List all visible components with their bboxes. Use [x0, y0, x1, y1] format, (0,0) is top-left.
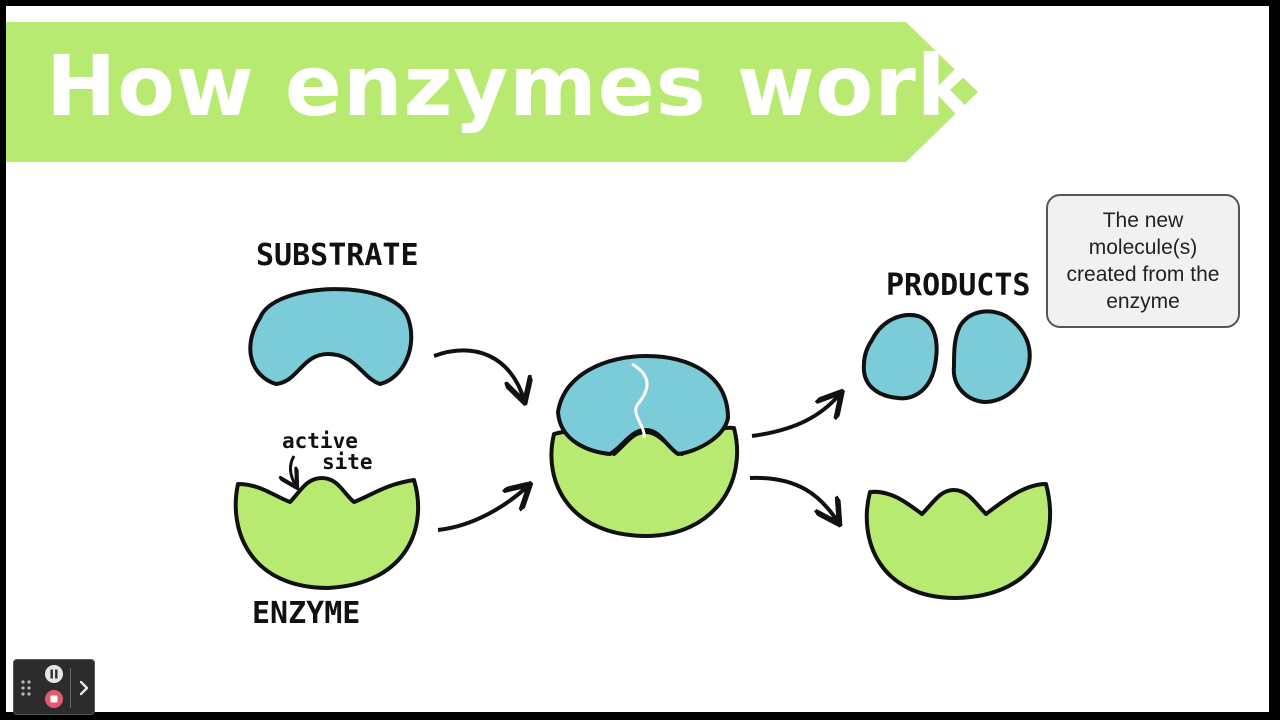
- product-shape-2: [951, 309, 1032, 404]
- arrow-substrate-to-complex: [433, 348, 524, 400]
- products-label: PRODUCTS: [886, 268, 1031, 303]
- stop-button[interactable]: [44, 689, 64, 709]
- enzyme-label: ENZYME: [252, 596, 361, 631]
- products-callout: The new molecule(s) created from the enz…: [1046, 194, 1240, 328]
- grip-dots-icon[interactable]: [20, 678, 32, 698]
- bond-break-line: [631, 362, 649, 439]
- title-banner: [6, 22, 978, 162]
- page-title: How enzymes work: [46, 37, 974, 135]
- substrate-label: SUBSTRATE: [256, 238, 419, 273]
- expand-button[interactable]: [76, 676, 92, 700]
- recording-controls: [13, 659, 95, 715]
- product-shape-1: [861, 313, 939, 401]
- pause-button[interactable]: [44, 664, 64, 684]
- active-site-arrow: [290, 455, 296, 486]
- stop-icon: [45, 690, 63, 708]
- substrate-shape: [248, 287, 414, 386]
- arrow-complex-to-products: [751, 394, 840, 438]
- active-site-label-line1: active: [282, 429, 358, 453]
- controls-divider: [70, 668, 71, 708]
- active-site-label-line2: site: [322, 450, 373, 474]
- callout-text: The new molecule(s) created from the enz…: [1066, 209, 1220, 313]
- enzyme-diagram: [233, 287, 1053, 600]
- released-enzyme-shape: [864, 482, 1053, 600]
- arrow-enzyme-to-complex: [437, 486, 528, 532]
- slide: How enzymes work SUBSTRATE ENZYME P: [6, 6, 1269, 712]
- banner-arrow-shape: [6, 22, 978, 162]
- pause-icon: [45, 665, 63, 683]
- arrow-complex-to-enzyme: [749, 475, 838, 522]
- chevron-right-icon: [79, 680, 89, 696]
- enzyme-shape: [233, 476, 421, 590]
- complex-substrate-shape: [556, 354, 730, 456]
